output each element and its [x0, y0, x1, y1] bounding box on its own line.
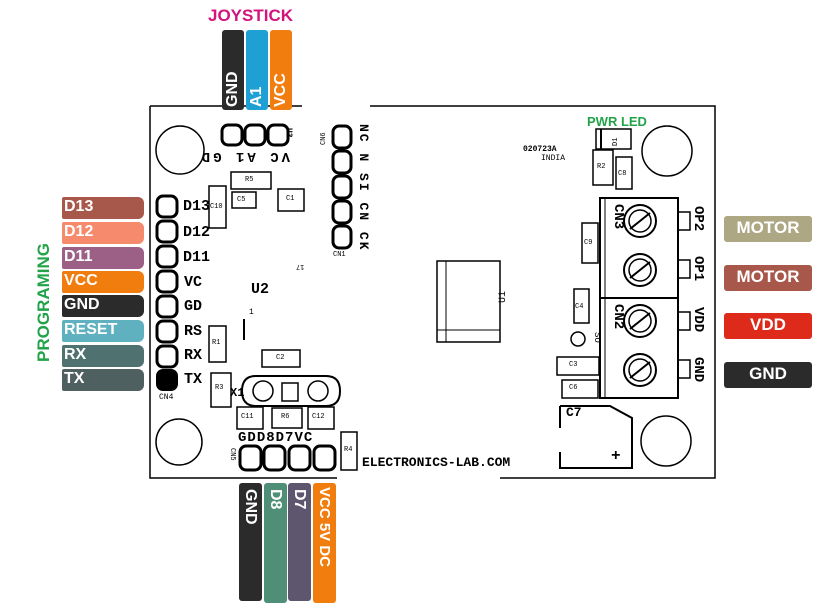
- silk-d1: D1: [612, 137, 620, 146]
- prog-pin-d11: D11: [62, 247, 144, 269]
- bottom-pin-d7-tab: D7: [288, 483, 311, 601]
- programing-title: PROGRAMING: [34, 243, 53, 362]
- silk-r5: R5: [245, 176, 254, 184]
- joystick-pin-a1-label: A1: [248, 86, 265, 107]
- silk-c3: C3: [569, 361, 578, 369]
- silk-c7: C7: [566, 405, 582, 420]
- silk-cn4: CN4: [159, 393, 174, 402]
- silk-r4: R4: [344, 446, 353, 454]
- prog-pin-tx: TX: [62, 369, 144, 391]
- silk-tx: TX: [184, 371, 203, 388]
- silk-x1: X1: [230, 386, 245, 400]
- silk-c5: C5: [237, 196, 246, 204]
- silk-website: ELECTRONICS-LAB.COM: [362, 455, 511, 470]
- bottom-pin-vcc-label: VCC 5V DC: [316, 487, 333, 568]
- silk-code: 020723A: [523, 145, 557, 154]
- silk-cn6-nc: NC: [356, 124, 371, 144]
- silk-cn6-cn: CN: [356, 202, 371, 223]
- silk-bottom-vc: VC: [294, 430, 314, 446]
- silk-cn2: CN2: [610, 304, 626, 330]
- mounting-hole-bl: [155, 418, 203, 466]
- silk-u3: U3: [284, 128, 293, 138]
- prog-pin-gnd: GND: [62, 295, 144, 317]
- joystick-pin-gnd-label: GND: [224, 71, 241, 107]
- silk-c9: C9: [584, 239, 593, 247]
- silk-top-vc: VC: [267, 148, 290, 164]
- silk-bottom-pins: GDD8D7VC: [238, 430, 313, 446]
- bottom-pin-d8-tab: D8: [264, 483, 287, 603]
- silk-pin1: 1: [249, 308, 254, 317]
- silk-c12: C12: [312, 413, 325, 421]
- silk-c4: C4: [575, 303, 584, 311]
- prog-pin-d13: D13: [62, 197, 144, 219]
- silk-cn6: CN6: [320, 132, 328, 145]
- silk-op2: OP2: [690, 206, 706, 232]
- silk-r6: R6: [281, 413, 290, 421]
- silk-vdd: VDD: [690, 307, 706, 333]
- prog-pin-d12: D12: [62, 222, 144, 244]
- bottom-pin-vcc-tab: VCC 5V DC: [313, 483, 336, 603]
- joystick-title: JOYSTICK: [208, 6, 294, 25]
- silk-r1: R1: [212, 339, 221, 347]
- bottom-pin-gnd-label: GND: [242, 489, 259, 525]
- silk-cn1: CN1: [333, 251, 346, 259]
- silk-rs: RS: [184, 323, 203, 340]
- bottom-pin-gnd-tab: GND: [239, 483, 262, 601]
- silk-c1: C1: [286, 195, 295, 203]
- silk-c6: C6: [569, 384, 578, 392]
- output-motor-1: MOTOR: [724, 216, 812, 242]
- joystick-pin-gnd-tab: GND: [222, 30, 244, 110]
- prog-pin-reset: RESET: [62, 320, 144, 342]
- joystick-pin-vcc-tab: VCC: [270, 30, 292, 110]
- mounting-hole-tr: [641, 125, 693, 177]
- bottom-pin-d7-label: D7: [291, 489, 308, 510]
- silk-cn6-ck: CK: [356, 231, 371, 252]
- silk-c2: C2: [276, 354, 285, 362]
- output-vdd: VDD: [724, 313, 812, 339]
- silk-d13: D13: [183, 198, 211, 215]
- silk-c11: C11: [241, 413, 254, 421]
- output-gnd: GND: [724, 362, 812, 388]
- silk-bottom-gd: GD: [238, 430, 257, 446]
- silk-top-gd: GD: [198, 148, 222, 164]
- silk-rx: RX: [184, 347, 203, 364]
- joystick-pin-a1-tab: A1: [246, 30, 268, 110]
- silk-cn6-n: N: [356, 153, 371, 164]
- mounting-hole-tl: [155, 125, 205, 175]
- silk-d12: D12: [183, 224, 211, 241]
- joystick-pin-vcc-label: VCC: [272, 73, 289, 107]
- silk-op1: OP1: [690, 256, 706, 282]
- silk-plus: +: [611, 447, 621, 465]
- silk-17: 17: [296, 262, 305, 270]
- bottom-pin-d8-label: D8: [267, 489, 284, 510]
- silk-c10: C10: [210, 203, 223, 211]
- silk-cn3: CN3: [610, 204, 626, 230]
- pwr-led-label: PWR LED: [587, 114, 647, 129]
- silk-top-header: VC A1 GD: [199, 148, 290, 164]
- mounting-hole-br: [640, 415, 692, 467]
- prog-pin-rx: RX: [62, 345, 144, 367]
- silk-cn6-si: SI: [356, 173, 371, 193]
- silk-gd: GD: [184, 298, 203, 315]
- silk-c8: C8: [618, 170, 627, 178]
- silk-bottom-d7: D7: [275, 430, 295, 446]
- output-motor-2: MOTOR: [724, 265, 812, 291]
- silk-r3: R3: [215, 384, 224, 392]
- silk-d11: D11: [183, 249, 211, 266]
- silk-bottom-d8: D8: [256, 430, 276, 446]
- silk-r2: R2: [597, 163, 606, 171]
- silk-top-a1: A1: [232, 148, 256, 164]
- silk-so: SO: [592, 332, 602, 343]
- prog-pin-vcc: VCC: [62, 271, 144, 293]
- silk-cn5: CN5: [228, 448, 236, 461]
- silk-gnd: GND: [690, 357, 706, 383]
- silk-vc: VC: [184, 274, 203, 291]
- silk-u1: U1: [498, 290, 509, 303]
- silk-cn6-pins: NC N SI CN CK: [356, 124, 371, 252]
- silk-u2: U2: [251, 281, 270, 298]
- silk-country: INDIA: [541, 154, 566, 163]
